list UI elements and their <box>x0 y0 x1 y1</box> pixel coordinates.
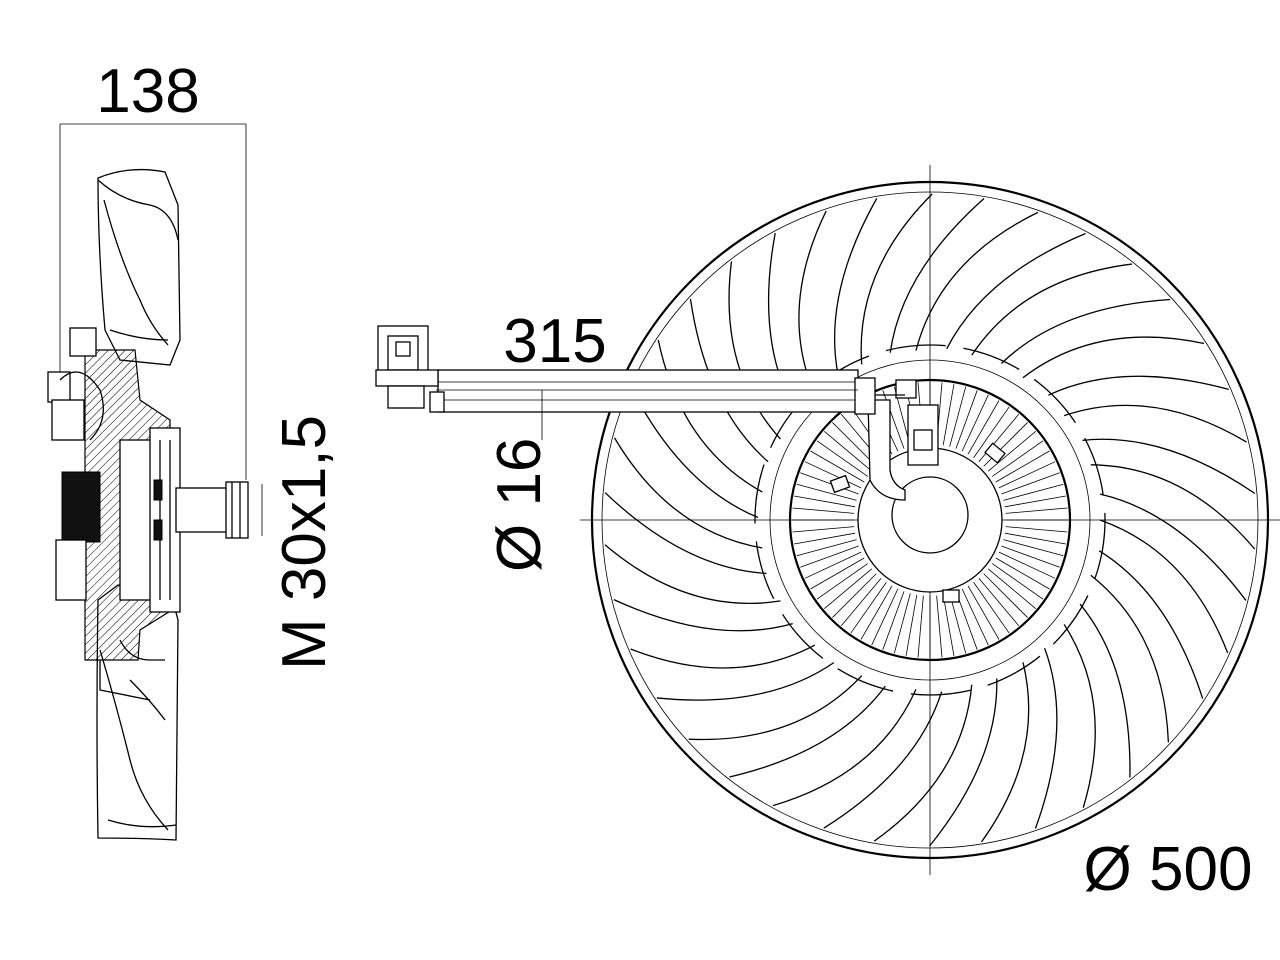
cable-diameter-label: Ø 16 <box>485 438 554 572</box>
fan-blades <box>604 193 1256 847</box>
cooling-fin <box>882 591 905 650</box>
cooling-fin <box>978 577 1020 626</box>
fan-blade <box>915 211 1086 351</box>
cooling-fin <box>824 568 873 610</box>
cooling-fin <box>850 582 887 634</box>
cooling-fin <box>936 595 943 658</box>
cooling-fin <box>893 593 911 654</box>
cooling-fin <box>987 430 1036 472</box>
cooling-fin <box>995 450 1050 483</box>
fan-blade <box>604 492 781 604</box>
cooling-fin <box>1004 532 1066 545</box>
cooling-fin <box>998 461 1056 489</box>
cooling-fin <box>804 551 862 579</box>
cooling-fin <box>1003 483 1064 501</box>
cooling-fin <box>871 588 899 646</box>
clutch-housing <box>788 378 1072 662</box>
fan-diameter-label: Ø 500 <box>1084 835 1253 904</box>
cooling-fin <box>1003 539 1064 557</box>
cooling-fin <box>800 472 859 495</box>
thread-dimension: M 30x1,5 <box>261 415 339 670</box>
cooling-fin <box>816 440 868 477</box>
fan-blade <box>798 198 878 396</box>
cooling-fin <box>832 573 877 618</box>
cooling-fin <box>1005 526 1068 533</box>
cooling-fin <box>810 450 865 483</box>
cooling-fin <box>796 483 857 501</box>
cooling-fin <box>992 563 1044 600</box>
cooling-fin <box>917 595 924 658</box>
cooling-fin <box>978 414 1020 463</box>
fan-blade <box>1063 404 1256 495</box>
cooling-fin <box>992 440 1044 477</box>
cooling-fin <box>860 585 893 640</box>
fan-blade <box>1034 624 1096 829</box>
cooling-fin <box>983 422 1028 467</box>
cooling-fin <box>942 594 955 656</box>
cooling-fin <box>987 568 1036 610</box>
cooling-fin <box>973 406 1010 458</box>
fan-blade <box>656 662 863 741</box>
cooling-fin <box>967 585 1000 640</box>
fan-blade <box>1098 519 1229 699</box>
cable-length-label: 315 <box>503 307 606 376</box>
cooling-fin <box>998 551 1056 579</box>
front-view: 315 Ø 16 Ø 500 <box>375 165 1280 904</box>
cooling-fin <box>800 545 859 568</box>
cooling-fin <box>961 394 989 452</box>
fan-blade <box>613 599 816 669</box>
cooling-fin <box>995 557 1050 590</box>
cooling-fin <box>824 430 873 472</box>
cooling-fin <box>905 594 918 656</box>
cable-diameter-dimension: Ø 16 <box>485 390 554 572</box>
cooling-fin <box>810 557 865 590</box>
cooling-fin <box>796 539 857 557</box>
cooling-fin <box>794 495 856 508</box>
fan-blade <box>929 662 1030 847</box>
cooling-fin <box>983 573 1028 618</box>
cooling-fin <box>794 532 856 545</box>
cooling-fin <box>1005 507 1068 514</box>
cooling-fin <box>973 582 1010 634</box>
cooling-fin <box>949 386 967 447</box>
fan-blade <box>860 193 985 365</box>
cooling-fin <box>1004 495 1066 508</box>
depth-dimension-label: 138 <box>96 57 199 126</box>
thread-dimension-label: M 30x1,5 <box>270 415 339 670</box>
cooling-fin <box>840 577 882 626</box>
cooling-fin <box>1001 545 1060 568</box>
cable-connector <box>375 325 445 413</box>
cable-length-dimension: 315 <box>436 307 858 391</box>
cooling-fin <box>949 593 967 654</box>
cooling-fin <box>816 563 868 600</box>
cooling-fin <box>942 384 955 446</box>
cooling-fin <box>955 390 978 449</box>
fan-blade <box>1022 336 1229 396</box>
fan-blade <box>971 263 1171 364</box>
depth-dimension: 138 <box>59 57 247 480</box>
side-view: 138 M <box>47 57 339 841</box>
sensor-cable <box>437 369 905 415</box>
cooling-fin <box>792 507 855 514</box>
fan-blade <box>729 685 917 807</box>
fan-blade <box>1090 464 1256 601</box>
cooling-fin <box>792 526 855 533</box>
cooling-fin <box>1001 472 1060 495</box>
cooling-fin <box>967 400 1000 455</box>
cooling-fin <box>804 461 862 489</box>
cooling-fin <box>961 588 989 646</box>
fan-blade <box>1079 574 1170 778</box>
fan-blade <box>823 684 973 842</box>
